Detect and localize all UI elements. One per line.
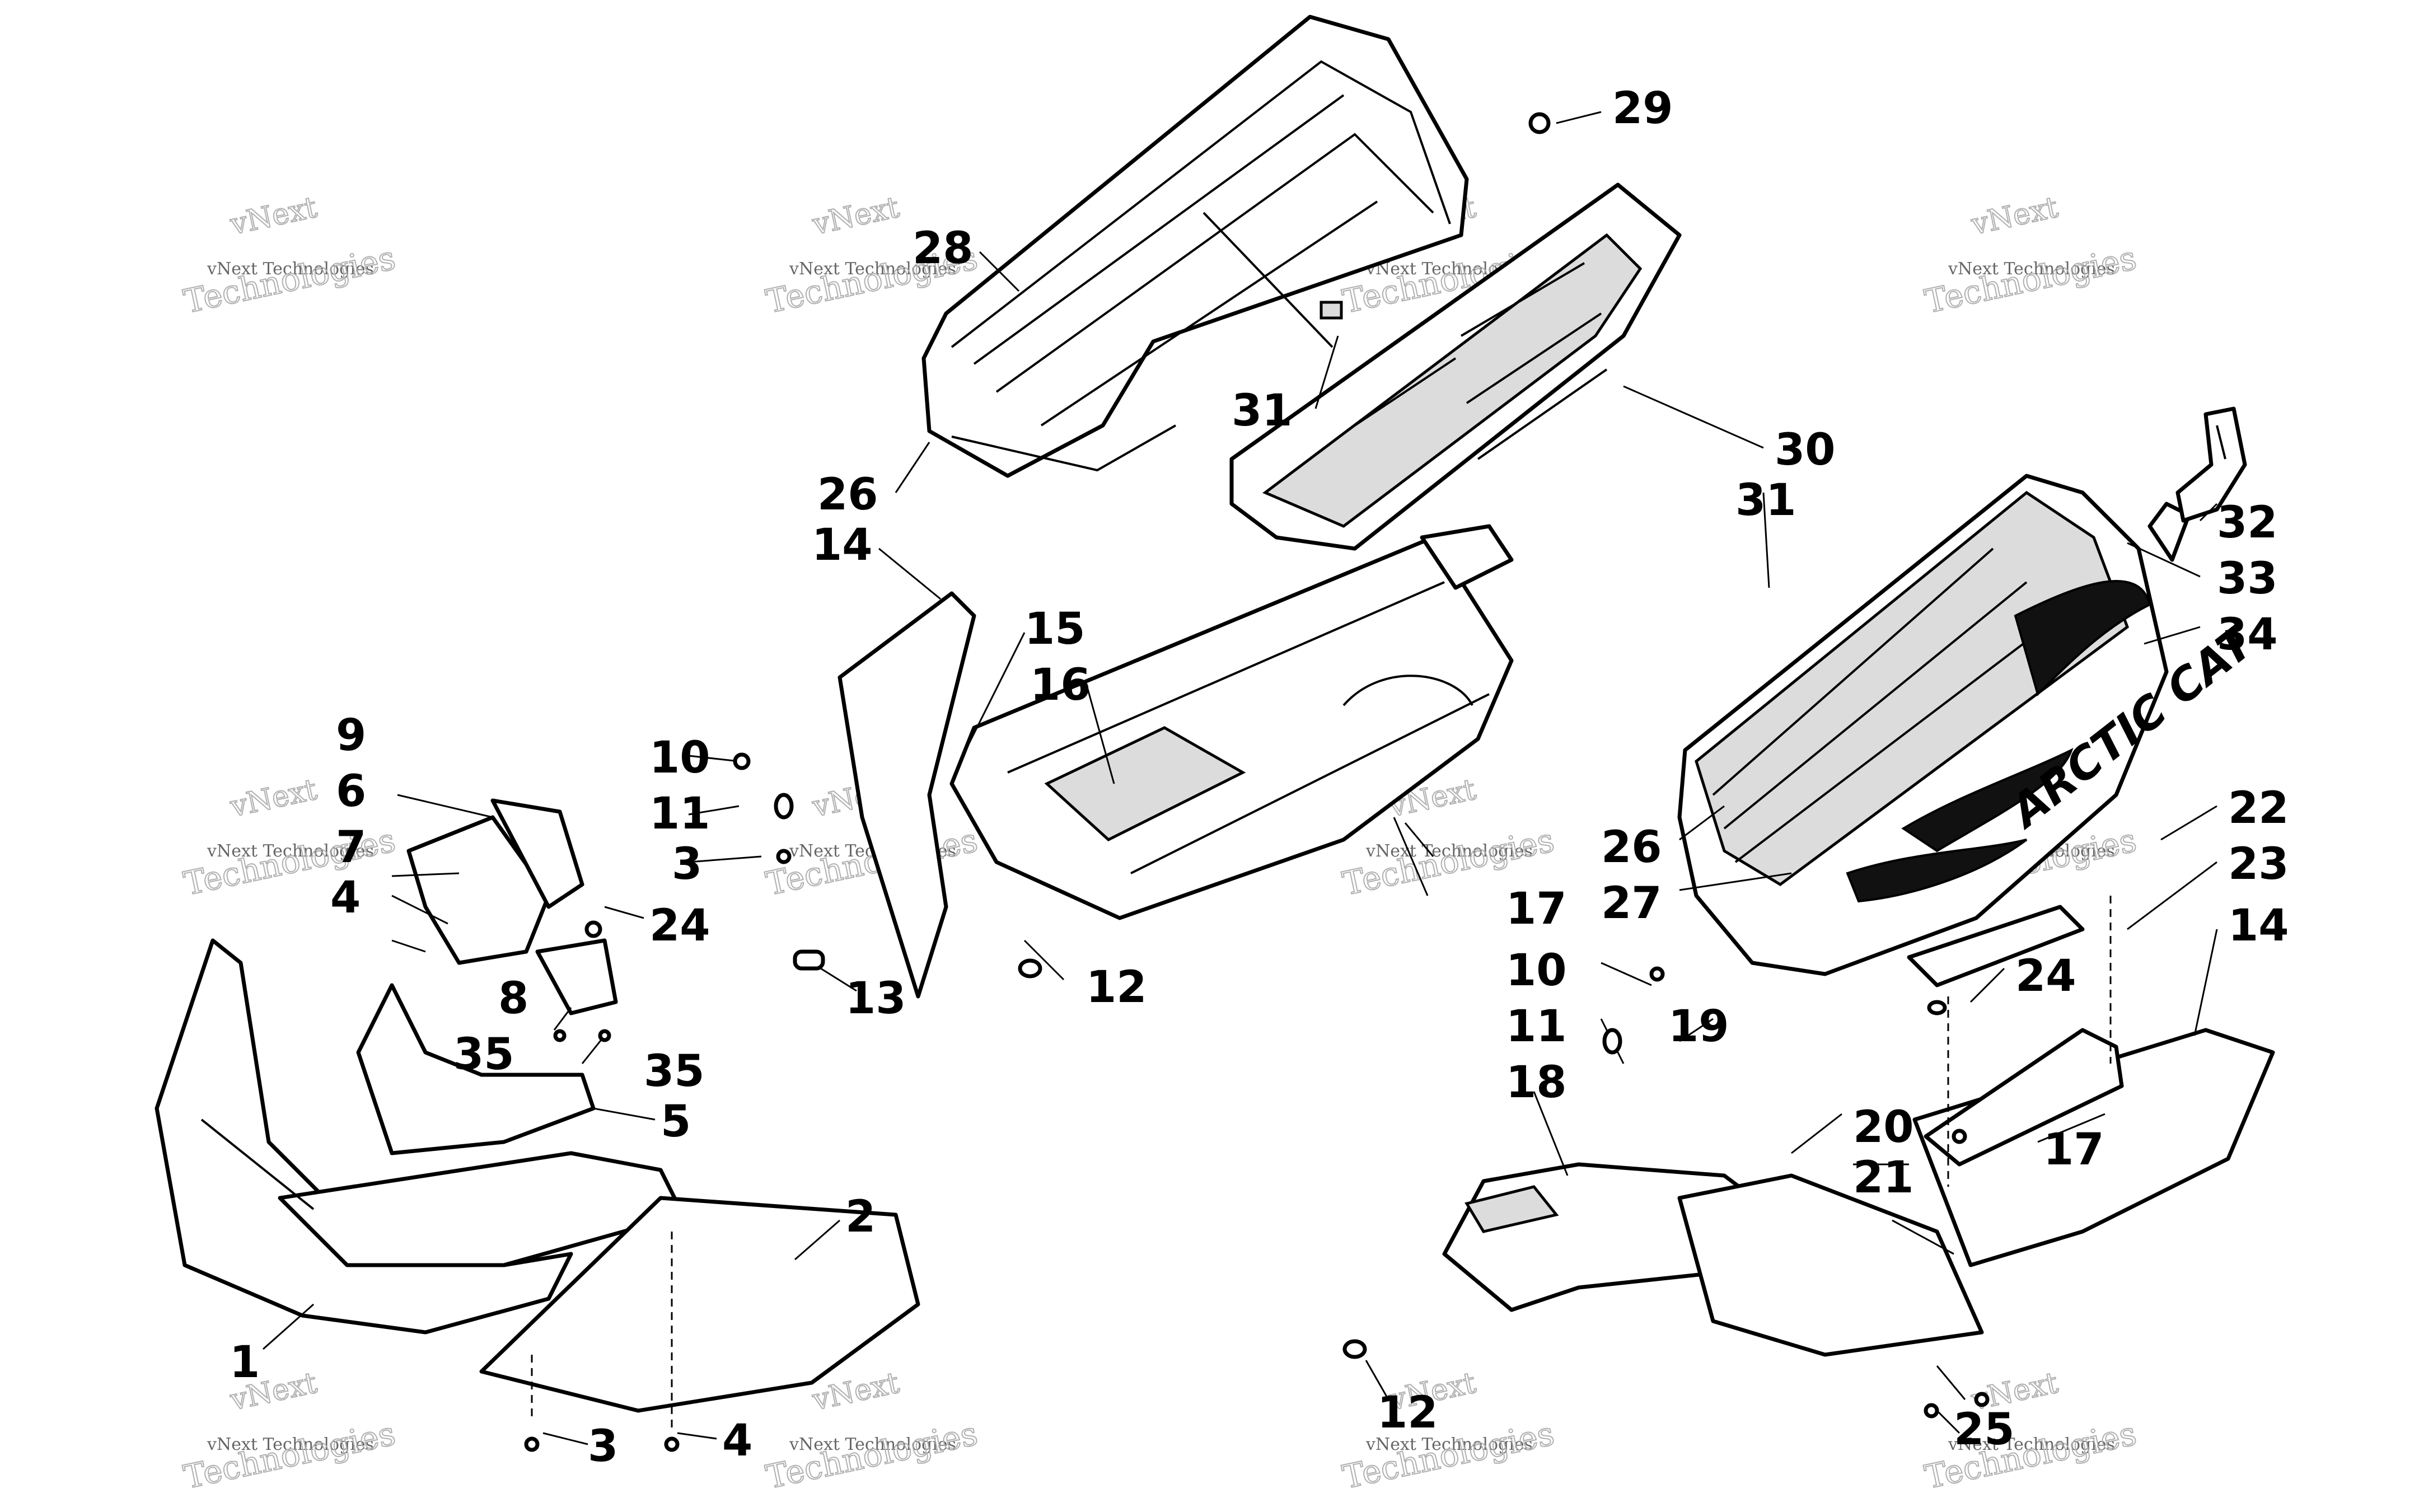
- svg-text:vNext Technologies: vNext Technologies: [789, 259, 956, 279]
- callout-9: 9: [336, 710, 366, 761]
- washer-icon: [584, 920, 602, 938]
- watermark: vNext vNext Technologies Technologies: [1921, 190, 2140, 321]
- seat-rear-assembly: ARCTIC CAT: [1677, 474, 2265, 976]
- callout-27: 27: [1601, 878, 1662, 929]
- fastener-icon: [1528, 112, 1551, 134]
- watermark: vNext vNext Technologies Technologies: [180, 1365, 399, 1496]
- screw-icon: [733, 752, 751, 770]
- callout-15: 15: [1024, 604, 1085, 654]
- callout-2: 2: [845, 1192, 876, 1242]
- callout-8: 8: [498, 973, 528, 1024]
- callout-23: 23: [2228, 839, 2289, 890]
- svg-text:vNext Technologies: vNext Technologies: [1365, 1435, 1533, 1454]
- leader-lines: [263, 111, 2218, 1445]
- callout-33: 33: [2217, 554, 2278, 604]
- callout-5: 5: [661, 1097, 691, 1147]
- svg-text:vNext Technologies: vNext Technologies: [789, 1435, 956, 1454]
- callouts: 1 2 3 4 5 6 7 4 8 9 35 35 24 10 11 3 13 …: [230, 83, 2289, 1472]
- callout-17: 17: [1506, 884, 1567, 934]
- callout-14: 14: [812, 520, 873, 570]
- callout-13: 13: [845, 973, 906, 1024]
- callout-12: 12: [1086, 962, 1147, 1013]
- callout-14-rear: 14: [2228, 901, 2289, 951]
- callout-12-rear: 12: [1377, 1388, 1438, 1438]
- callout-3-mid: 3: [672, 839, 702, 890]
- rivet-icon: [598, 1029, 611, 1042]
- rivet-icon: [1952, 1129, 1967, 1144]
- svg-text:vNext: vNext: [809, 190, 902, 241]
- svg-text:Technologies: Technologies: [180, 1414, 399, 1496]
- nut-icon: [1018, 958, 1042, 979]
- screw-icon: [1649, 966, 1665, 982]
- svg-text:vNext Technologies: vNext Technologies: [1365, 841, 1533, 861]
- hardware: [524, 112, 1990, 1452]
- washer-icon: [774, 793, 794, 820]
- seat-strap: [2175, 406, 2247, 523]
- callout-10-rear: 10: [1506, 945, 1567, 996]
- svg-text:Technologies: Technologies: [762, 1414, 981, 1496]
- callout-1: 1: [230, 1337, 260, 1388]
- callout-4-left: 4: [330, 873, 361, 923]
- front-skid-plate: [479, 1196, 920, 1433]
- callout-6: 6: [336, 766, 366, 817]
- callout-22: 22: [2228, 783, 2289, 834]
- washer-icon: [1602, 1028, 1622, 1055]
- callout-26: 26: [817, 470, 878, 520]
- svg-text:vNext Technologies: vNext Technologies: [1948, 1435, 2115, 1454]
- rivet-icon: [553, 1029, 567, 1042]
- svg-text:vNext Technologies: vNext Technologies: [1948, 259, 2115, 279]
- svg-text:vNext Technologies: vNext Technologies: [207, 259, 374, 279]
- callout-18: 18: [1506, 1057, 1567, 1108]
- callout-4: 4: [722, 1416, 752, 1466]
- callout-31-rear: 31: [1735, 475, 1796, 526]
- svg-text:vNext Technologies: vNext Technologies: [207, 841, 374, 861]
- callout-17-rear: 17: [2043, 1125, 2104, 1175]
- rivet-icon: [664, 1436, 680, 1452]
- front-bumper-assembly: [155, 798, 685, 1335]
- callout-3: 3: [588, 1421, 618, 1472]
- svg-text:Technologies: Technologies: [1921, 238, 2140, 320]
- callout-21: 21: [1853, 1153, 1914, 1203]
- callout-11-rear: 11: [1506, 1001, 1567, 1052]
- washer-icon: [1927, 1000, 1947, 1015]
- callout-29: 29: [1612, 83, 1673, 134]
- callout-16: 16: [1030, 660, 1091, 710]
- watermark: vNext vNext Technologies Technologies: [180, 190, 399, 321]
- callout-31: 31: [1232, 386, 1293, 436]
- callout-25: 25: [1954, 1405, 2015, 1455]
- screw-icon: [776, 849, 792, 864]
- callout-11: 11: [649, 789, 710, 839]
- rivet-icon: [524, 1436, 540, 1452]
- callout-20: 20: [1853, 1102, 1914, 1153]
- callout-19: 19: [1668, 1001, 1729, 1052]
- nut-icon: [1342, 1339, 1367, 1359]
- callout-35: 35: [453, 1029, 514, 1080]
- callout-32: 32: [2217, 498, 2278, 548]
- callout-30: 30: [1775, 425, 1836, 475]
- callout-28: 28: [913, 223, 974, 274]
- seat-base-upper: [921, 15, 1469, 478]
- callout-24: 24: [649, 901, 710, 951]
- rear-underbody: [1442, 896, 2275, 1357]
- watermark: vNext vNext Technologies Technologies: [1339, 1365, 1558, 1496]
- callout-7: 7: [336, 822, 366, 873]
- svg-text:vNext: vNext: [227, 190, 320, 241]
- clip-icon: [793, 949, 825, 971]
- rivet-icon: [1974, 1392, 1990, 1407]
- callout-24-rear: 24: [2015, 951, 2076, 1001]
- svg-text:vNext Technologies: vNext Technologies: [207, 1435, 374, 1454]
- svg-text:vNext: vNext: [227, 773, 320, 823]
- callout-35-right: 35: [644, 1046, 705, 1097]
- seat-cushion-upper: [1229, 182, 1682, 551]
- callout-26-rear: 26: [1601, 822, 1662, 873]
- svg-text:Technologies: Technologies: [1339, 1414, 1557, 1496]
- callout-34: 34: [2217, 610, 2278, 660]
- callout-10: 10: [649, 733, 710, 783]
- svg-text:Technologies: Technologies: [180, 238, 399, 320]
- rivet-icon: [1924, 1403, 1939, 1419]
- svg-text:vNext: vNext: [1968, 190, 2061, 241]
- center-panel: [837, 524, 1514, 999]
